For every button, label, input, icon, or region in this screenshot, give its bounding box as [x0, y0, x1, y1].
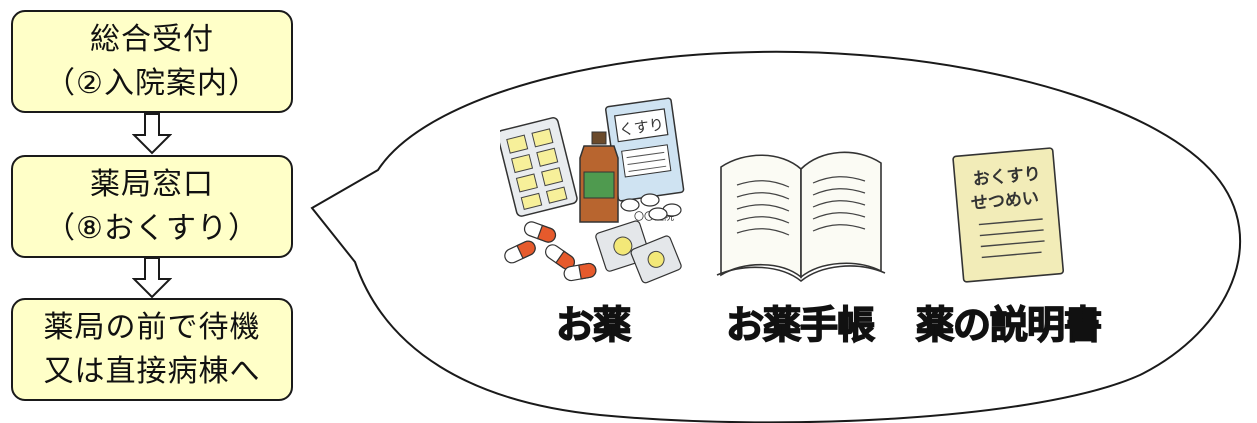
step-title: 総合受付	[90, 21, 214, 57]
step-subtitle: （⑧おくすり）	[45, 210, 259, 246]
flow-step-general-reception: 総合受付 （②入院案内）	[11, 10, 293, 113]
step-title: 薬局窓口	[90, 166, 214, 202]
medicine-icon: くすり 〇〇医院	[500, 97, 685, 284]
step-subtitle: 又は直接病棟へ	[43, 353, 261, 389]
caption-medication-notebook: お薬手帳	[725, 302, 876, 348]
medicine-instruction-sheet-icon: おくすり せつめい	[952, 147, 1065, 283]
step-title: 薬局の前で待機	[43, 309, 261, 345]
down-arrow-icon	[132, 257, 172, 299]
caption-instruction-sheet: 薬の説明書	[915, 302, 1103, 348]
medication-notebook-icon	[716, 151, 886, 283]
step-subtitle: （②入院案内）	[45, 65, 259, 101]
caption-medicine: お薬	[555, 302, 632, 348]
down-arrow-icon	[132, 113, 172, 155]
flow-step-pharmacy-window: 薬局窓口 （⑧おくすり）	[11, 155, 293, 258]
flow-step-wait-or-ward: 薬局の前で待機 又は直接病棟へ	[11, 298, 293, 401]
